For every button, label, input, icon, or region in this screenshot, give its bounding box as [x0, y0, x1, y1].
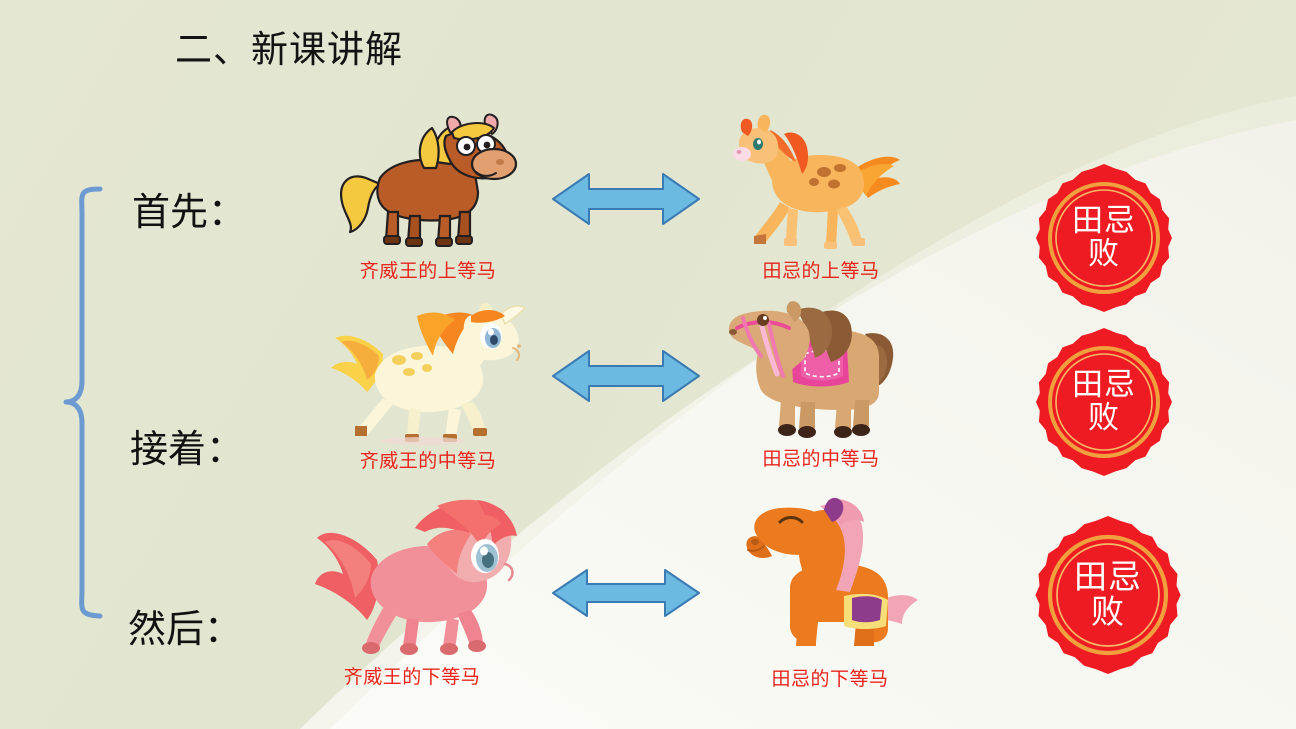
horse-cell-tianji-mid: 田忌的中等马 — [706, 296, 936, 471]
pink-pony-red-mane-icon — [315, 499, 517, 655]
horse-caption: 田忌的上等马 — [762, 260, 880, 282]
horse-cell-qiweiwang-mid: 齐威王的中等马 — [308, 298, 548, 473]
horse-caption: 田忌的中等马 — [762, 448, 880, 470]
cream-foal-orange-mane-icon — [331, 303, 527, 445]
horse-caption: 齐威王的下等马 — [343, 666, 481, 688]
horse-caption: 齐威王的中等马 — [359, 450, 497, 472]
tan-pony-pink-saddle-icon — [728, 301, 894, 438]
left-brace — [63, 186, 103, 619]
step-label-next: 接着： — [130, 427, 245, 471]
orange-toy-horse-pink-mane-icon — [746, 497, 918, 646]
seal-badge-icon — [1036, 164, 1172, 312]
result-seal-row-1: 田忌 败 — [1024, 164, 1184, 312]
result-seal-row-3: 田忌 败 — [1022, 516, 1194, 674]
brown-horse-blonde-mane-icon — [340, 113, 518, 247]
horse-cell-qiweiwang-low: 齐威王的下等马 — [292, 494, 532, 689]
horse-cell-qiweiwang-top: 齐威王的上等马 — [318, 106, 538, 283]
seal-badge-icon — [1036, 328, 1172, 476]
horse-caption: 齐威王的上等马 — [359, 260, 497, 282]
double-arrow-row-3 — [552, 569, 700, 617]
horse-cell-tianji-top: 田忌的上等马 — [716, 106, 926, 283]
step-label-first: 首先： — [132, 190, 247, 234]
step-label-then: 然后： — [128, 607, 243, 651]
orange-spotted-foal-icon — [733, 114, 900, 249]
horse-caption: 田忌的下等马 — [771, 668, 889, 690]
horse-cell-tianji-low: 田忌的下等马 — [720, 492, 940, 691]
page-title: 二、新课讲解 — [175, 28, 403, 71]
seal-badge-icon — [1035, 516, 1181, 674]
double-arrow-row-1 — [552, 173, 700, 225]
result-seal-row-2: 田忌 败 — [1024, 328, 1184, 476]
double-arrow-row-2 — [552, 350, 700, 402]
